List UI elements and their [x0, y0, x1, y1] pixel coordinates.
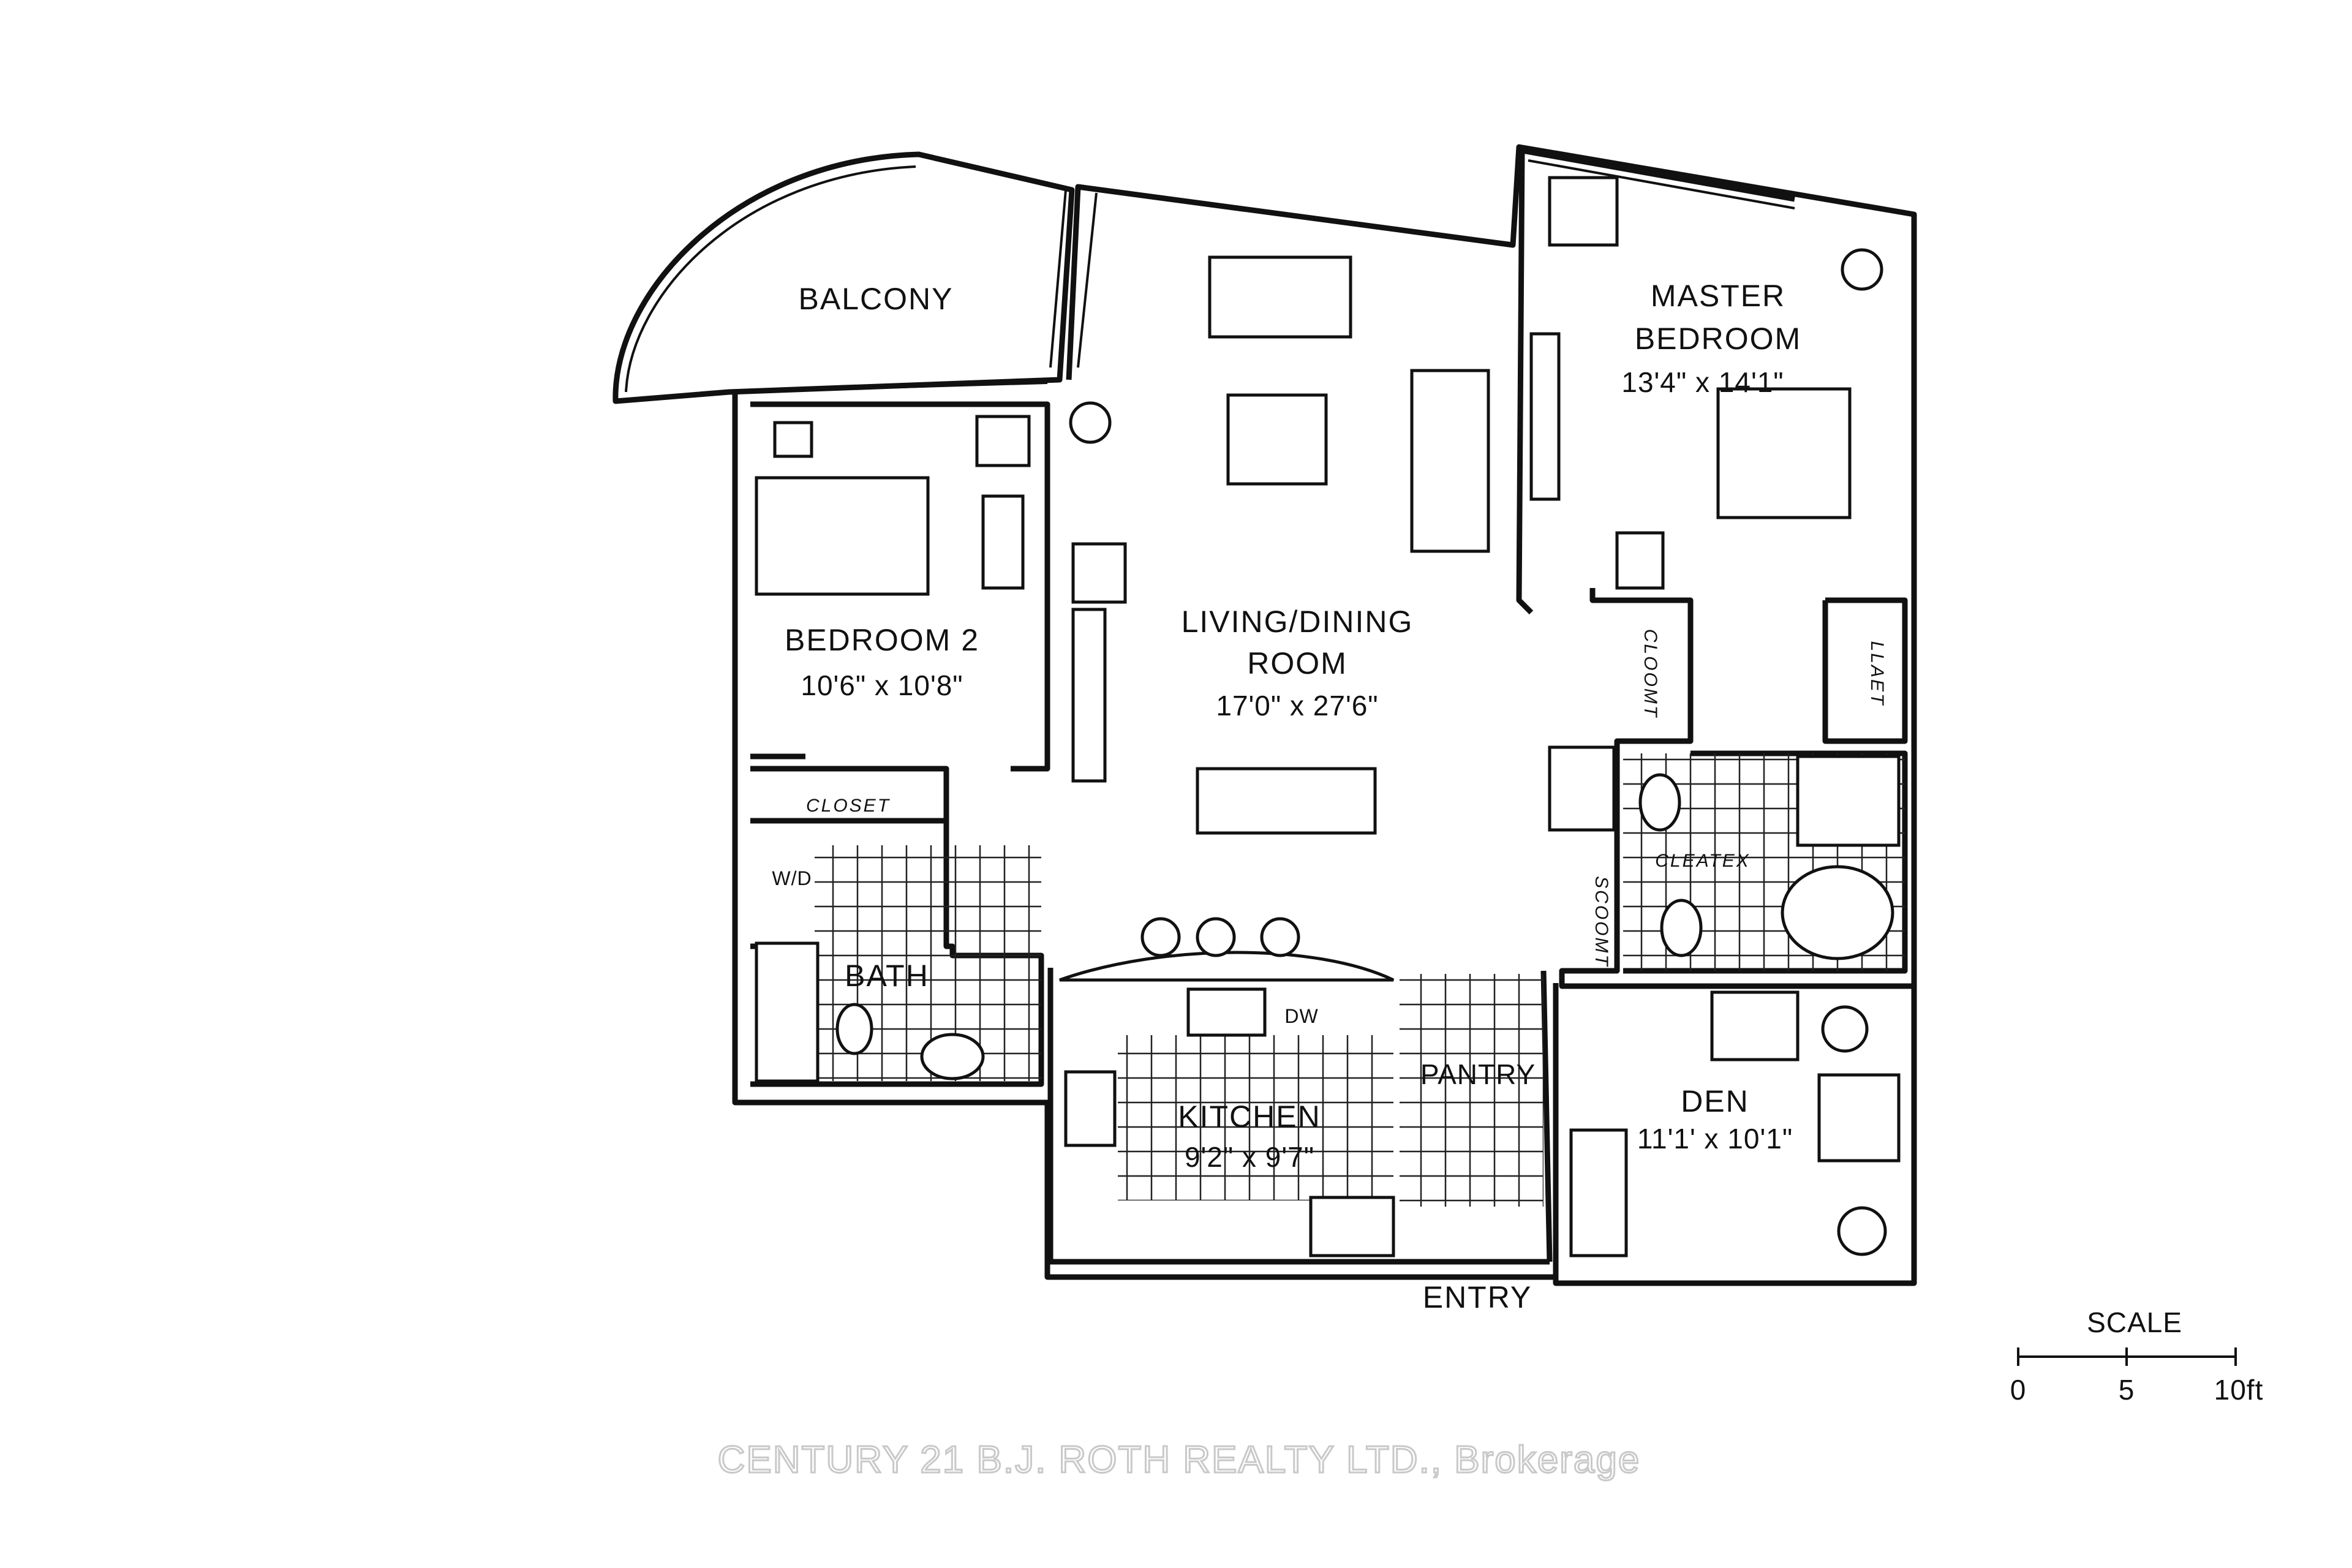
den-dimensions: 11'1' x 10'1" [1637, 1123, 1793, 1155]
plant-icon [1841, 248, 1883, 291]
scale-tick-5: 5 [2119, 1374, 2135, 1406]
master-bedroom-label-line2: BEDROOM [1635, 322, 1801, 356]
brokerage-watermark: CENTURY 21 B.J. ROTH REALTY LTD., Broker… [717, 1438, 1641, 1482]
armchair-icon [1817, 1073, 1901, 1163]
sofa-icon [1208, 255, 1352, 339]
console-icon [1071, 608, 1107, 783]
living-dimensions: 17'0" x 27'6" [1216, 690, 1378, 722]
toilet-icon [1660, 899, 1703, 957]
armchair-icon [1071, 542, 1127, 604]
master-bedroom-dimensions: 13'4" x 14'1" [1621, 366, 1784, 398]
fixture-labels: CLOSET W/D DW CLEATEX CLOOMT LLAET SCOOM… [772, 629, 1887, 1027]
balcony [612, 151, 1075, 404]
nightstand-icon [1615, 531, 1665, 590]
dresser-icon [981, 494, 1025, 590]
bath-label: BATH [845, 959, 929, 993]
balcony-label: BALCONY [799, 282, 954, 316]
plant-icon [1069, 401, 1112, 444]
kitchen-island-icon [1059, 951, 1395, 982]
furniture [755, 176, 1901, 1257]
shower-icon [1548, 745, 1616, 832]
closet-label: CLOSET [806, 796, 891, 816]
dining-table-icon [1196, 767, 1377, 835]
room-labels: BALCONY MASTER BEDROOM 13'4" x 14'1" BED… [785, 279, 1801, 1314]
den-label: DEN [1681, 1084, 1749, 1118]
bedroom2-label: BEDROOM 2 [785, 623, 979, 657]
stool-icon [1260, 917, 1300, 957]
stool-icon [1140, 917, 1181, 957]
scale-tick-0: 0 [2010, 1374, 2027, 1406]
stool-icon [1196, 917, 1236, 957]
exterior-walls [732, 144, 1917, 1286]
kitchen-label: KITCHEN [1178, 1099, 1321, 1134]
bathtub-icon [755, 941, 820, 1083]
armchair-icon [1548, 176, 1619, 247]
living-label-line2: ROOM [1247, 646, 1348, 680]
lamp-icon [773, 421, 813, 458]
scale-title: SCALE [2087, 1306, 2182, 1338]
fridge-icon [1064, 1070, 1117, 1147]
scale-tick-10: 10ft [2214, 1374, 2264, 1406]
closet-hall-label: SCOOMT [1591, 876, 1611, 968]
washer-dryer-label: W/D [772, 867, 812, 889]
bed-icon [1716, 387, 1852, 519]
sink-icon [1186, 987, 1267, 1037]
bed-icon [755, 476, 930, 596]
sink-icon [920, 1033, 985, 1080]
coffee-table-icon [1226, 393, 1328, 486]
toilet-icon [835, 1003, 873, 1055]
cleatex-label: CLEATEX [1655, 851, 1751, 871]
shower-icon [1796, 755, 1901, 847]
wardrobe-icon [1529, 332, 1561, 501]
plant-icon [1837, 1206, 1887, 1256]
couch-icon [1410, 369, 1490, 553]
sink-icon [1638, 773, 1681, 832]
armchair-icon [1710, 990, 1800, 1061]
pantry-label: PANTRY [1420, 1058, 1536, 1090]
dishwasher-label: DW [1284, 1005, 1318, 1027]
master-bedroom-label-line1: MASTER [1651, 279, 1785, 313]
lamp-icon [1821, 1005, 1869, 1053]
chair-icon [975, 415, 1031, 467]
scale-bar: SCALE 0 5 10ft [2010, 1306, 2264, 1406]
entry-label: ENTRY [1423, 1280, 1532, 1314]
range-icon [1309, 1196, 1395, 1257]
desk-icon [1569, 1128, 1628, 1257]
closet-master-label-2: LLAET [1867, 641, 1887, 707]
bathtub-icon [1781, 865, 1894, 960]
living-label-line1: LIVING/DINING [1182, 605, 1414, 639]
closet-master-label: CLOOMT [1640, 629, 1660, 718]
kitchen-dimensions: 9'2" x 9'7" [1185, 1141, 1314, 1173]
bedroom2-dimensions: 10'6" x 10'8" [801, 669, 963, 701]
